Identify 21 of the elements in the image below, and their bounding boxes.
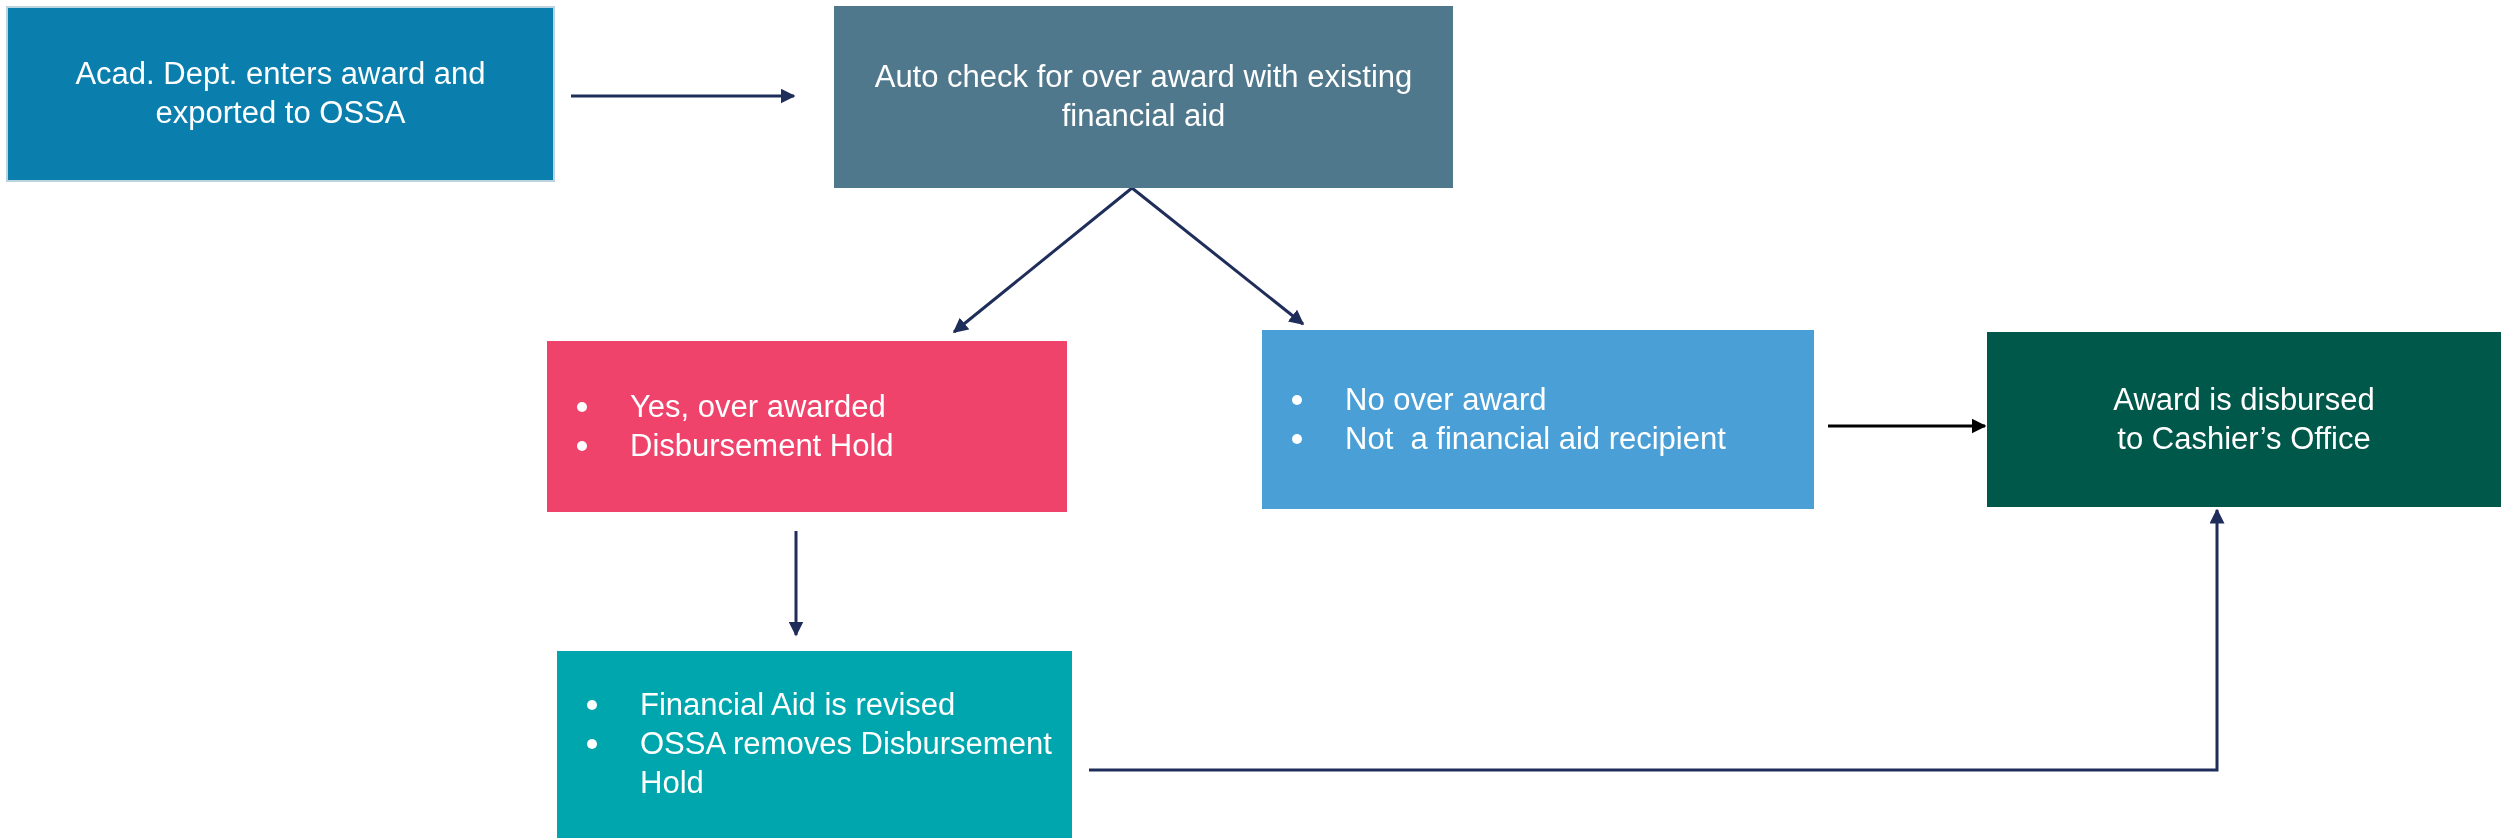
process-box [1262, 330, 1814, 509]
bullet-text: Not a financial aid recipient [1345, 419, 1726, 458]
process-box [834, 6, 1453, 188]
arrow [1089, 508, 2225, 772]
process-box [557, 651, 1072, 838]
bullet-text: Financial Aid is revised [640, 686, 956, 725]
arrow [952, 186, 1133, 334]
bullet-text: Disbursement Hold [630, 426, 894, 465]
arrow [788, 531, 804, 637]
arrow [1131, 186, 1305, 326]
arrow [1828, 418, 1987, 434]
box-text: Award is disbursed to Cashier’s Office [2112, 380, 2376, 458]
box-text: Acad. Dept. enters award and exported to OSSA [74, 55, 487, 132]
process-box [1987, 332, 2501, 507]
process-box [547, 341, 1067, 512]
bullet-text: OSSA removes Disbursement Hold [640, 725, 1052, 802]
bullet-text: No over award [1345, 380, 1547, 419]
process-box [6, 6, 555, 182]
bullet-text: Yes, over awarded [630, 387, 886, 426]
box-text: Auto check for over award with existing financial aid [873, 58, 1414, 135]
arrow [571, 88, 796, 104]
